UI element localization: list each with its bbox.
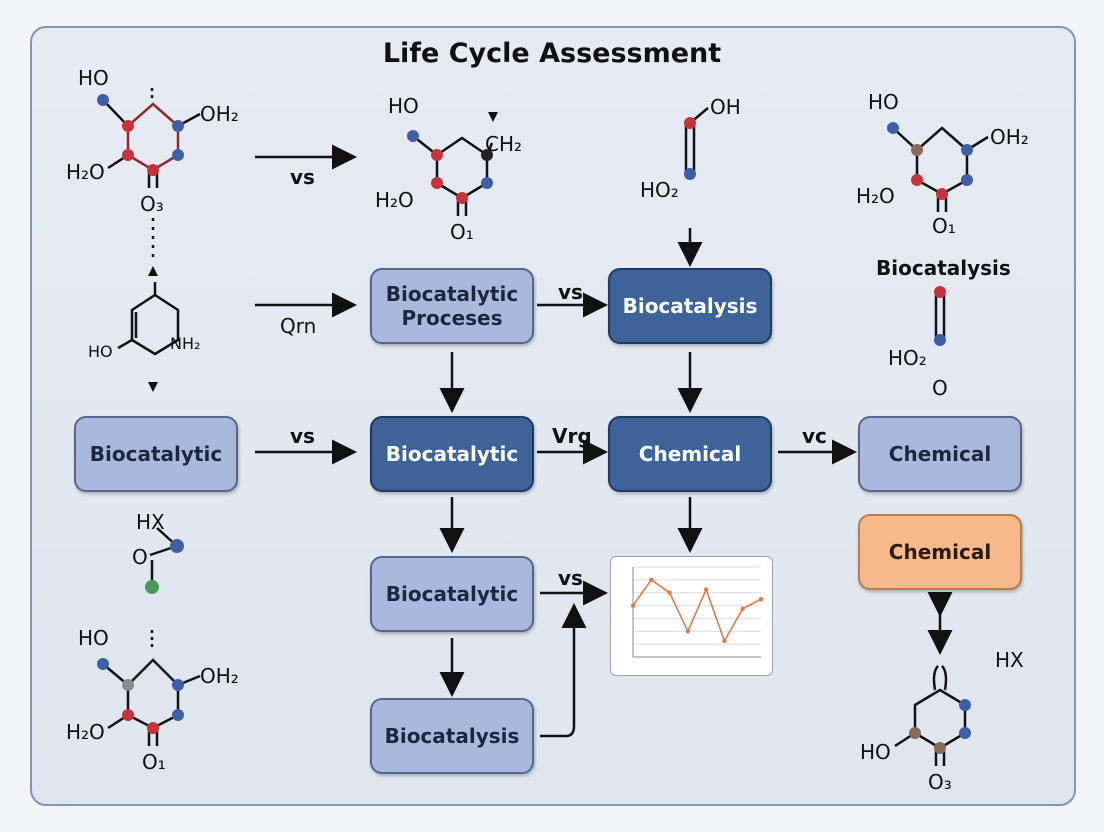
m1-o3: O₃ xyxy=(140,192,164,216)
m4-ho: HO xyxy=(868,90,899,114)
molecule-4 xyxy=(887,122,989,212)
molecule-6 xyxy=(934,286,946,346)
arrow-m5-up-tip xyxy=(148,266,158,276)
m4-h2o: H₂O xyxy=(856,184,895,208)
edge-label-qrn: Qrn xyxy=(280,314,317,338)
arrow-m5-down-tip xyxy=(148,382,158,392)
m4-o1: O₁ xyxy=(932,214,956,238)
m2-top-tip xyxy=(488,112,498,122)
m1-oh2: OH₂ xyxy=(200,102,239,126)
m1-ho: HO xyxy=(78,66,109,90)
chart-point xyxy=(630,603,636,608)
m5-nh2: NH₂ xyxy=(170,334,201,353)
m9-o3: O₃ xyxy=(928,770,952,794)
chart-series-line xyxy=(632,578,762,643)
edge-label-vc: vc xyxy=(802,424,827,448)
node-biocatalytic-center: Biocatalytic xyxy=(370,416,534,492)
mini-chart-svg xyxy=(630,566,764,658)
node-biocatalytic-left: Biocatalytic xyxy=(74,416,238,492)
molecule-2 xyxy=(407,130,494,216)
edge-label-vrg: Vrg xyxy=(552,424,592,448)
chart-point xyxy=(685,629,691,634)
m7-hx: HX xyxy=(136,510,165,534)
m8-o1: O₁ xyxy=(142,750,166,774)
m3-oh: OH xyxy=(710,95,741,119)
node-chemical-orange: Chemical xyxy=(858,514,1022,590)
edge-label-vs-chart: vs xyxy=(558,566,583,590)
m2-o1: O₁ xyxy=(450,220,474,244)
m8-ho: HO xyxy=(78,626,109,650)
m9-hx: HX xyxy=(995,648,1024,672)
molecule-1 xyxy=(97,94,201,188)
molecule-5 xyxy=(117,282,180,356)
m6-o: O xyxy=(932,376,948,400)
m2-ch2: CH₂ xyxy=(485,132,523,156)
chart-point xyxy=(758,596,764,602)
m7-o: O xyxy=(132,545,148,569)
m5-ho: HO xyxy=(88,342,113,361)
m1-h2o: H₂O xyxy=(66,160,105,184)
chart-point xyxy=(722,638,727,644)
node-biocatalytic-lower: Biocatalytic xyxy=(370,556,534,632)
molecule-8 xyxy=(97,658,201,746)
node-biocatalysis-bottom: Biocatalysis xyxy=(370,698,534,774)
m9-ho: HO xyxy=(860,740,891,764)
m2-ho: HO xyxy=(388,94,419,118)
m3-ho2: HO₂ xyxy=(640,178,679,202)
m8-h2o: H₂O xyxy=(66,720,105,744)
edge-label-vs-proceses: vs xyxy=(558,280,583,304)
diagram-title: Life Cycle Assessment xyxy=(382,38,722,69)
chart-point xyxy=(667,590,672,595)
m8-oh2: OH₂ xyxy=(200,664,239,688)
m6-ho2: HO₂ xyxy=(888,346,927,370)
side-label-biocatalysis: Biocatalysis xyxy=(876,256,1011,280)
m4-oh2: OH₂ xyxy=(990,125,1029,149)
molecule-7 xyxy=(145,527,184,594)
node-chemical-center: Chemical xyxy=(608,416,772,492)
molecule-9 xyxy=(894,665,971,766)
molecule-3 xyxy=(684,107,709,180)
m2-h2o: H₂O xyxy=(375,188,414,212)
edge-label-vs-top: vs xyxy=(290,165,315,189)
mini-line-chart xyxy=(610,556,773,676)
node-chemical-right: Chemical xyxy=(858,416,1022,492)
node-biocatalytic-proceses: Biocatalytic Proceses xyxy=(370,268,534,344)
node-biocatalysis-top: Biocatalysis xyxy=(608,268,772,344)
chart-point xyxy=(740,606,745,611)
edge-label-vs-mid: vs xyxy=(290,424,315,448)
chart-point xyxy=(703,587,709,592)
arrow-bottom-to-chart xyxy=(540,603,587,738)
chart-point xyxy=(649,577,654,583)
